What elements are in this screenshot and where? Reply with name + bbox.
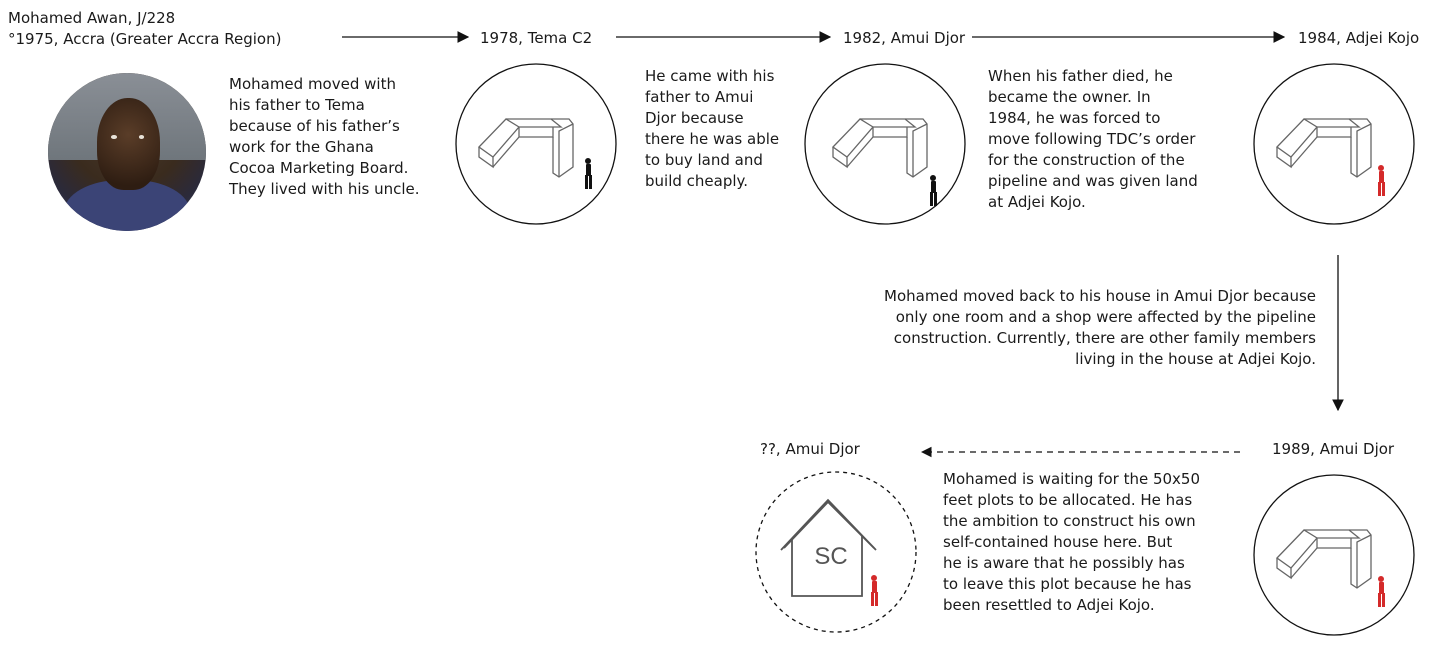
note-adjei-kojo: When his father died, he became the owne…: [988, 67, 1198, 211]
station-circle-future: SC: [755, 471, 917, 633]
note-moved-back: Mohamed moved back to his house in Amui …: [884, 287, 1316, 368]
note-amui-djor: He came with his father to Amui Djor bec…: [645, 67, 780, 190]
station-label-future: ??, Amui Djor: [760, 440, 860, 458]
station-circle-1978: [455, 63, 617, 225]
station-label-1978: 1978, Tema C2: [480, 29, 593, 47]
person-figure-icon: [871, 575, 878, 606]
note-tema: Mohamed moved with his father to Tema be…: [229, 75, 420, 198]
note-waiting: Mohamed is waiting for the 50x50 feet pl…: [943, 470, 1200, 614]
person-figure-icon: [1378, 165, 1385, 196]
station-circle-1982: [804, 63, 966, 225]
person-figure-icon: [1378, 576, 1385, 607]
station-label-1982: 1982, Amui Djor: [843, 29, 966, 47]
station-label-1984: 1984, Adjei Kojo: [1298, 29, 1420, 47]
station-label-1989: 1989, Amui Djor: [1272, 440, 1395, 458]
person-name: Mohamed Awan, J/228: [8, 9, 176, 27]
person-figure-icon: [585, 158, 592, 189]
portrait-photo: [48, 73, 206, 231]
person-birth: °1975, Accra (Greater Accra Region): [8, 30, 282, 48]
house-icon: [780, 498, 877, 597]
station-circle-1989: [1253, 474, 1415, 636]
station-circle-1984: [1253, 63, 1415, 225]
house-label: SC: [814, 543, 847, 570]
person-figure-icon: [930, 175, 937, 206]
